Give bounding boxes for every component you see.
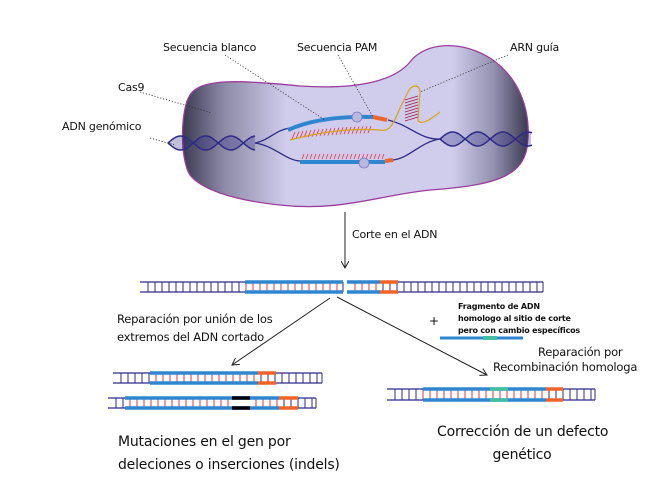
guide-rna-hairpin-pair — [404, 110, 419, 116]
base-pair — [309, 153, 313, 160]
nhej-arrow — [232, 297, 331, 365]
guide-rna-hairpin-pair — [404, 107, 419, 113]
target-site-complex — [254, 85, 441, 169]
outcome-right-line-1: Corrección de un defecto — [437, 424, 609, 440]
genomic-dna-helix — [167, 131, 533, 151]
plus-sign: + — [429, 314, 439, 328]
base-pair — [313, 153, 317, 160]
base-pair — [325, 153, 329, 160]
base-pair — [315, 129, 320, 137]
helix-strand — [439, 131, 533, 147]
helix-strand — [167, 135, 256, 151]
guide-rna-hairpin-pair — [404, 101, 419, 107]
base-pair — [377, 153, 381, 160]
helix-strand — [439, 131, 533, 147]
label-cas9: Cas9 — [118, 81, 145, 94]
label-nhej: Reparación por unión de los extremos del… — [117, 310, 273, 346]
dna-strand — [254, 127, 291, 144]
outcome-left-line-2: deleciones o inserciones (indels) — [118, 457, 340, 473]
label-adn-genomico: ADN genómico — [62, 120, 142, 133]
base-pair — [357, 153, 361, 160]
base-pair — [329, 153, 333, 160]
guide-rna-hairpin-pair — [404, 104, 419, 110]
base-pair — [291, 131, 296, 140]
label-hr-line-1: Reparación por — [538, 345, 623, 359]
base-pair — [349, 153, 353, 160]
guide-rna-hairpin-pair — [404, 98, 419, 104]
base-pair — [337, 153, 341, 160]
nuclease-domain — [351, 111, 363, 123]
label-hr-line-2: Recombinación homologa — [493, 360, 638, 374]
cas9-protein — [181, 45, 529, 208]
guide-rna-hairpin-pair — [404, 116, 419, 122]
dna-strand — [392, 138, 441, 161]
fragment-line-1: Fragmento de ADN — [458, 302, 540, 311]
hr-arrow — [336, 296, 487, 375]
pam-sequence — [372, 115, 388, 122]
base-pair — [381, 153, 385, 160]
base-pair — [345, 153, 349, 160]
label-secuencia-pam: Secuencia PAM — [297, 41, 378, 54]
base-pair — [319, 128, 324, 137]
fragment-line-2: homologo al sitio de corte — [458, 314, 571, 323]
base-pair — [333, 153, 337, 160]
label-corte: Corte en el ADN — [352, 228, 438, 241]
base-pair — [305, 153, 309, 160]
guide-rna-hairpin-pair — [404, 95, 419, 101]
guide-rna — [289, 85, 441, 141]
nhej-line-1: Reparación por unión de los — [117, 312, 273, 326]
dna-strand — [254, 142, 301, 162]
nuclease-domain — [358, 157, 370, 169]
label-leader-lines — [139, 54, 509, 146]
base-pair — [301, 153, 305, 160]
label-donor-fragment: Fragmento de ADN homologo al sitio de co… — [458, 301, 580, 337]
target-sequence-strand — [287, 114, 374, 132]
base-pair — [369, 153, 373, 160]
guide-rna-hairpin-pair — [404, 113, 419, 119]
label-secuencia-blanco: Secuencia blanco — [163, 41, 257, 54]
base-pair — [295, 131, 300, 139]
base-pair — [317, 153, 321, 160]
base-pair — [353, 153, 357, 160]
hr-result — [387, 387, 596, 402]
nhej-line-2: extremos del ADN cortado — [117, 330, 265, 344]
outcome-left-line-1: Mutaciones en el gen por — [118, 434, 291, 450]
outcome-left: Mutaciones en el gen por deleciones o in… — [118, 431, 340, 477]
base-pair — [341, 153, 345, 160]
base-pair — [311, 129, 316, 137]
fragment-line-3: pero con cambio específicos — [458, 326, 580, 335]
cut-dna-right — [347, 280, 544, 294]
label-arn-guia: ARN guía — [510, 41, 560, 54]
outcome-right-line-2: genético — [492, 447, 552, 463]
base-pair — [373, 153, 377, 160]
base-pair — [321, 153, 325, 160]
nhej-result-2 — [108, 396, 317, 410]
pam-complement — [384, 158, 394, 163]
cut-dna-left — [140, 280, 344, 294]
outcome-right: Corrección de un defecto genético — [437, 421, 609, 467]
helix-strand — [167, 135, 256, 151]
nhej-result-1 — [113, 371, 323, 385]
